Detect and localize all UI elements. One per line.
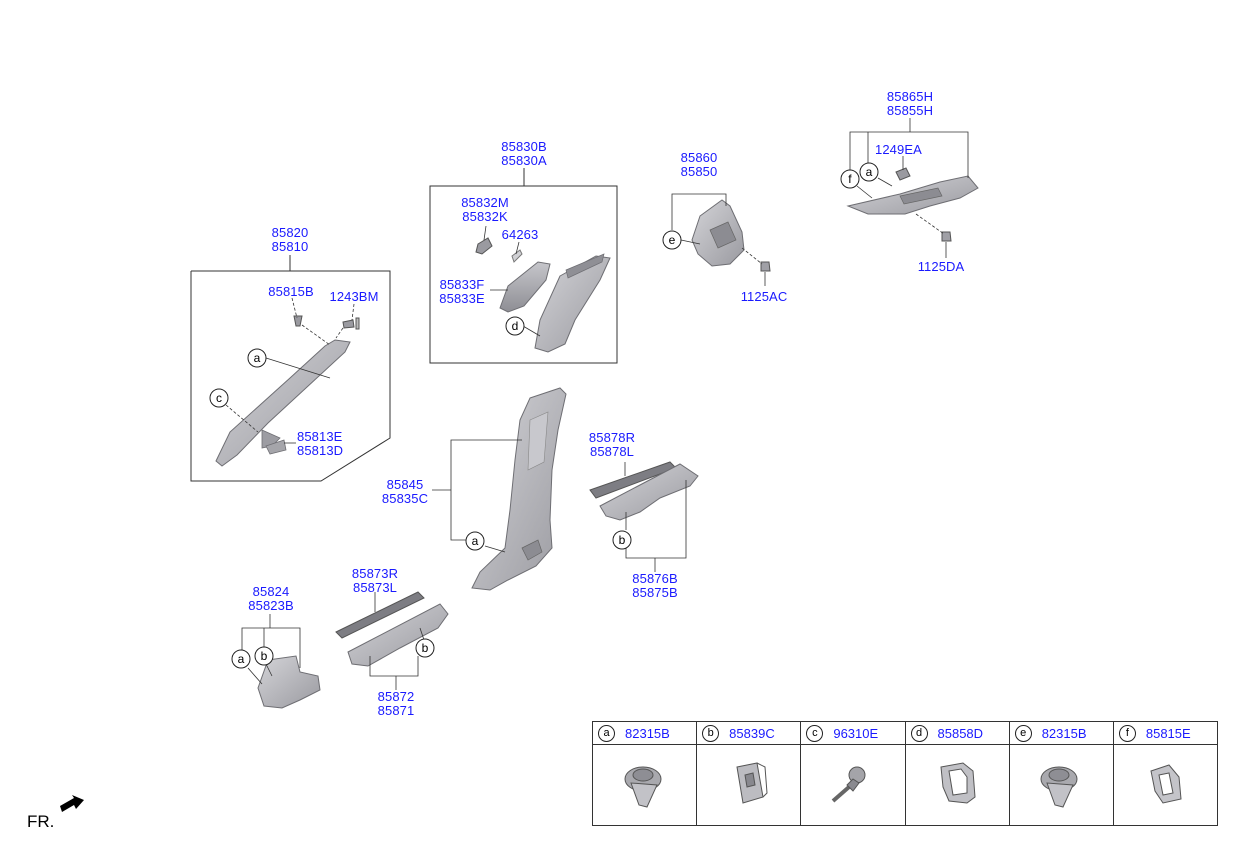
legend-letter: a [598, 724, 615, 742]
rear-door-scuff [589, 461, 699, 521]
part-label-85815B[interactable]: 85815B [268, 284, 314, 299]
legend-code[interactable]: 82315B [1041, 725, 1087, 741]
tether-clip-icon [831, 766, 866, 803]
push-clip-icon [1040, 766, 1078, 808]
push-clip-icon [624, 766, 662, 808]
fastener-legend-table: a 82315B b 85839C c 96310E [592, 721, 1218, 826]
front-door-scuff [335, 591, 449, 667]
legend-letter: f [1118, 724, 1136, 742]
legend-code[interactable]: 85858D [937, 725, 984, 741]
legend-letter: d [910, 724, 928, 742]
group-85830-frame [429, 168, 618, 364]
leaders-85878 [624, 462, 687, 572]
leaders-85865 [849, 118, 969, 258]
part-label-64263[interactable]: 64263 [501, 227, 539, 242]
leaders-85830 [483, 225, 541, 337]
legend-letter: c [806, 724, 824, 742]
lower-a-pillar-trim [257, 655, 321, 709]
legend-code[interactable]: 96310E [833, 725, 879, 741]
part-label-85810[interactable]: 85810 [271, 239, 309, 254]
callout-circles [209, 162, 879, 669]
part-label-85878R[interactable]: 85878R [588, 430, 636, 445]
part-label-85813D[interactable]: 85813D [297, 443, 344, 458]
leaders-85824 [241, 614, 301, 685]
part-label-85845[interactable]: 85845 [386, 477, 424, 492]
part-label-85820[interactable]: 85820 [271, 225, 309, 240]
part-label-85835C[interactable]: 85835C [381, 491, 429, 506]
callout-a-4: a [237, 652, 245, 666]
part-label-85876B[interactable]: 85876B [632, 571, 678, 586]
c-pillar-upper-trim [475, 237, 611, 353]
legend-cell-f[interactable]: f 85815E [1113, 722, 1218, 825]
part-label-85813E[interactable]: 85813E [297, 429, 343, 444]
callout-c: c [215, 391, 223, 405]
legend-cell-a[interactable]: a 82315B [593, 722, 698, 825]
part-label-85872[interactable]: 85872 [377, 689, 415, 704]
part-label-85850[interactable]: 85850 [680, 164, 718, 179]
trim-clip-icon [1150, 764, 1182, 804]
callout-b-3: b [421, 641, 429, 655]
legend-cell-e[interactable]: e 82315B [1009, 722, 1114, 825]
leaders-85820-solid [265, 357, 331, 444]
leaders-85820 [225, 297, 355, 433]
front-arrow-icon [60, 795, 84, 812]
legend-code[interactable]: 82315B [625, 725, 670, 741]
part-label-85873L[interactable]: 85873L [353, 580, 397, 595]
part-label-1243BM[interactable]: 1243BM [329, 289, 379, 304]
callout-a-3: a [471, 534, 479, 548]
callout-e: e [668, 233, 676, 247]
legend-cell-d[interactable]: d 85858D [905, 722, 1010, 825]
part-label-85873R[interactable]: 85873R [351, 566, 399, 581]
leaders-85860 [671, 193, 766, 286]
retainer-clip-icon [940, 762, 976, 804]
part-label-85832K[interactable]: 85832K [462, 209, 508, 224]
legend-code[interactable]: 85839C [729, 725, 775, 741]
callout-b-1: b [618, 533, 626, 547]
bracket-85860 [691, 199, 771, 272]
b-pillar-trim [471, 387, 567, 591]
legend-cell-b[interactable]: b 85839C [697, 722, 802, 825]
callout-d: d [511, 319, 519, 333]
spring-nut-icon [736, 762, 768, 804]
leaders-85845 [432, 439, 522, 553]
part-label-85832M[interactable]: 85832M [461, 195, 509, 210]
part-label-85833F[interactable]: 85833F [439, 277, 485, 292]
part-label-85833E[interactable]: 85833E [439, 291, 485, 306]
part-label-85865H[interactable]: 85865H [886, 89, 934, 104]
callout-f: f [848, 172, 852, 186]
part-label-85823B[interactable]: 85823B [248, 598, 294, 613]
part-label-1249EA[interactable]: 1249EA [875, 142, 922, 157]
part-label-85875B[interactable]: 85875B [632, 585, 678, 600]
callout-a-1: a [253, 351, 261, 365]
part-label-1125AC[interactable]: 1125AC [740, 289, 788, 304]
group-85820-frame [190, 255, 391, 482]
legend-letter: e [1014, 724, 1032, 742]
legend-code[interactable]: 85815E [1145, 725, 1191, 741]
leaders-85873 [369, 592, 425, 690]
a-pillar-trim [215, 315, 360, 467]
part-label-85878L[interactable]: 85878L [590, 444, 634, 459]
legend-cell-c[interactable]: c 96310E [801, 722, 906, 825]
part-label-85871[interactable]: 85871 [377, 703, 415, 718]
legend-letter: b [702, 724, 720, 742]
part-label-85824[interactable]: 85824 [252, 584, 290, 599]
part-label-85830B[interactable]: 85830B [501, 139, 547, 154]
part-label-85830A[interactable]: 85830A [501, 153, 547, 168]
callout-a-2: a [865, 165, 873, 179]
part-label-1125DA[interactable]: 1125DA [917, 259, 965, 274]
rear-shelf-trim-85865 [846, 167, 979, 242]
front-orientation-label: FR. [27, 812, 55, 831]
part-label-85860[interactable]: 85860 [680, 150, 718, 165]
callout-b-2: b [260, 649, 268, 663]
part-label-85855H[interactable]: 85855H [886, 103, 934, 118]
